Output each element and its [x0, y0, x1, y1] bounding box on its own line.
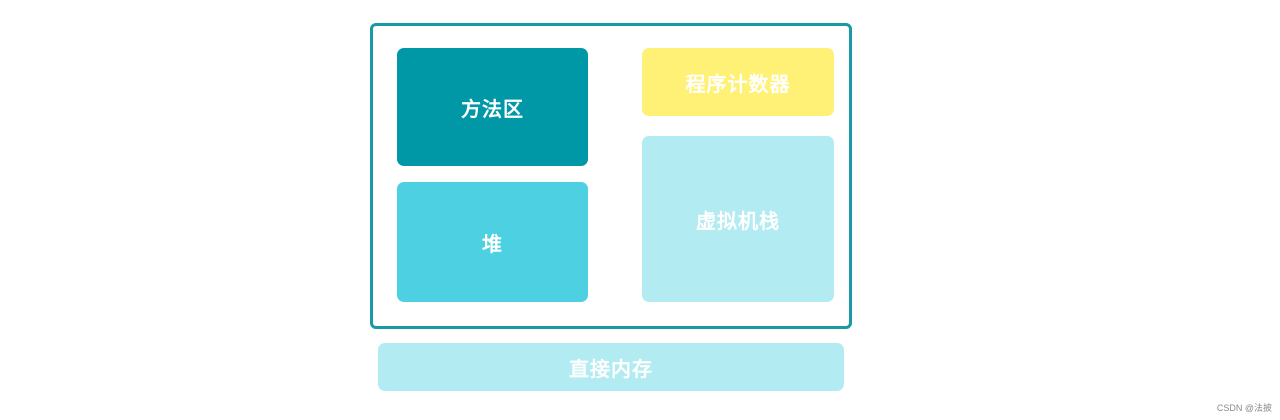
vm-stack-label: 虚拟机栈 — [696, 208, 780, 233]
direct-memory-block: 直接内存 — [378, 343, 844, 391]
vm-stack-block: 虚拟机栈 — [642, 136, 834, 302]
program-counter-block: 程序计数器 — [642, 48, 834, 116]
program-counter-label: 程序计数器 — [685, 71, 791, 96]
direct-memory-label: 直接内存 — [569, 356, 653, 381]
watermark: CSDN @法披 — [1216, 403, 1272, 413]
heap-label: 堆 — [482, 231, 503, 256]
runtime-data-area-frame — [370, 23, 852, 329]
method-area-label: 方法区 — [461, 96, 524, 121]
heap-block: 堆 — [397, 182, 588, 302]
method-area-block: 方法区 — [397, 48, 588, 166]
